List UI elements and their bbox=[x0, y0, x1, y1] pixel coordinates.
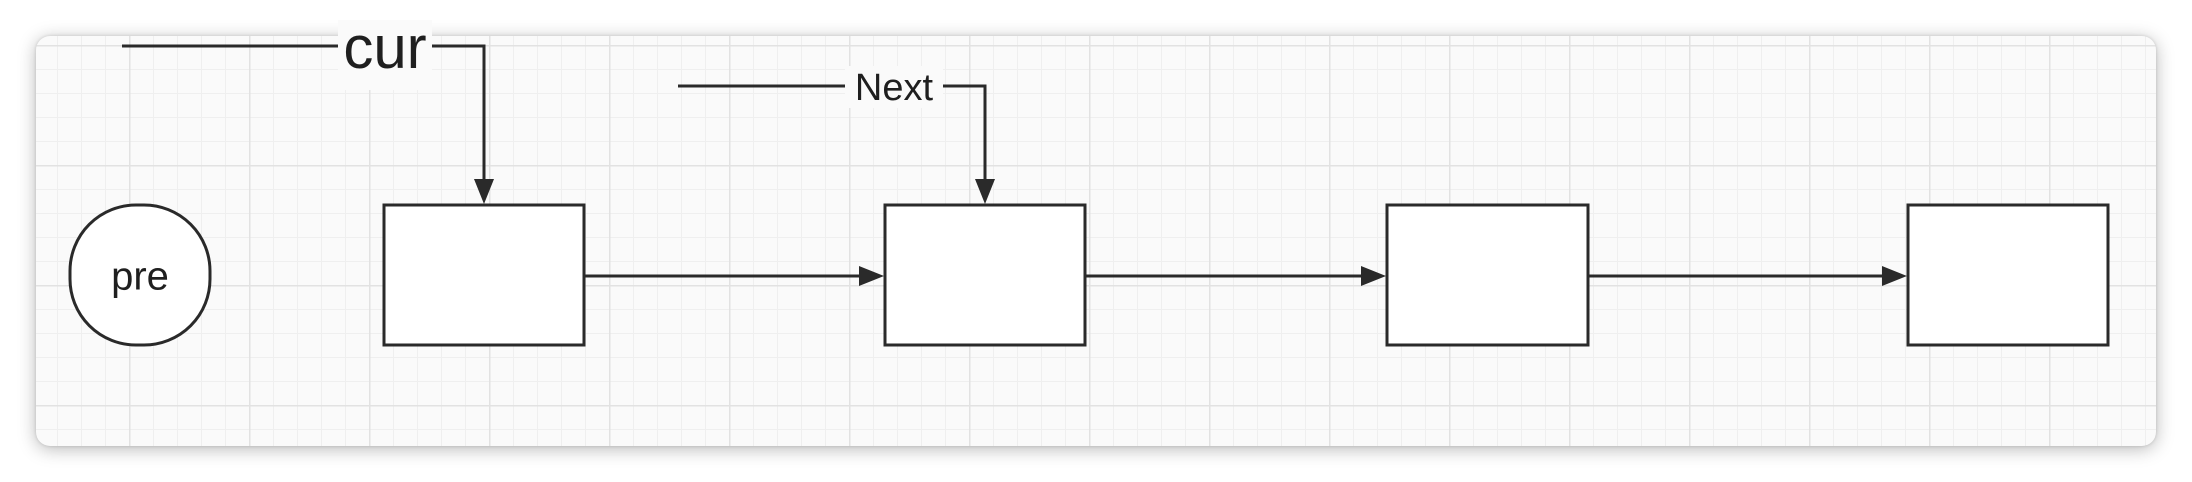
edge-node2-node3[interactable] bbox=[1085, 266, 1386, 286]
pre-label: pre bbox=[111, 255, 169, 299]
next-label: Next bbox=[855, 67, 934, 109]
list-node-2[interactable] bbox=[883, 203, 1087, 347]
list-node-4[interactable] bbox=[1906, 203, 2110, 347]
next-label-background bbox=[845, 66, 943, 108]
edge-node1-node2[interactable] bbox=[584, 266, 884, 286]
edge-cur-to-node1[interactable] bbox=[122, 44, 494, 204]
cur-label: cur bbox=[343, 14, 426, 81]
edge-next-to-node2[interactable] bbox=[678, 84, 995, 204]
pre-node[interactable] bbox=[68, 203, 212, 347]
list-node-3[interactable] bbox=[1385, 203, 1590, 347]
grid-canvas bbox=[36, 36, 2156, 446]
edge-node3-node4[interactable] bbox=[1588, 266, 1907, 286]
list-node-1[interactable] bbox=[382, 203, 586, 347]
cur-label-background bbox=[338, 20, 432, 90]
